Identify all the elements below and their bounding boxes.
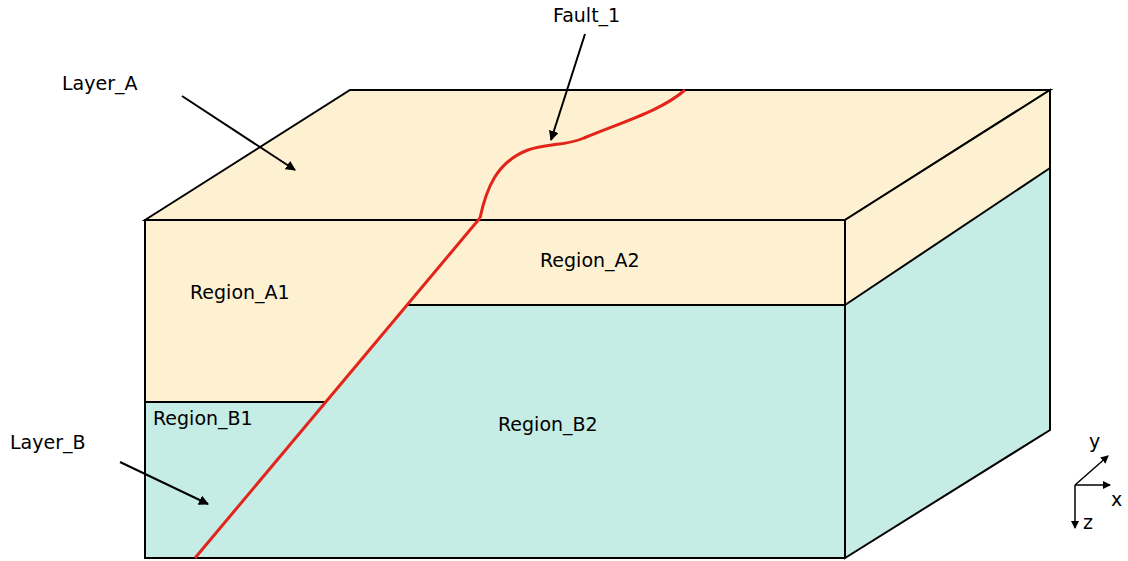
axis-label: y (1089, 430, 1100, 453)
right-outline (845, 90, 1050, 558)
region-label: Region_A1 (190, 281, 290, 304)
front-outline (145, 220, 845, 558)
axis-label: z (1083, 511, 1093, 534)
region-label: Region_B2 (498, 413, 598, 436)
fault-trace (480, 90, 685, 218)
axis-arrow (1075, 484, 1110, 486)
fault-trace (195, 218, 480, 558)
layer-label: Layer_A (62, 72, 137, 95)
layer-boundary (145, 401, 326, 403)
axis-arrow (1074, 485, 1076, 528)
leader-arrow (182, 96, 295, 170)
leader-arrow (551, 34, 585, 140)
region-b2-face (195, 305, 845, 558)
region-label: Region_A2 (540, 249, 640, 272)
layer-label: Layer_B (10, 431, 86, 454)
layer-boundary (845, 168, 1050, 305)
region-label: Region_B1 (153, 407, 253, 430)
fault-label: Fault_1 (553, 4, 620, 27)
leader-arrow (120, 462, 208, 504)
axis-arrow (1075, 456, 1108, 485)
axis-label: x (1111, 488, 1122, 511)
right-face-b (845, 168, 1050, 558)
region-a2-face (407, 220, 845, 305)
layer-boundary (407, 304, 845, 306)
